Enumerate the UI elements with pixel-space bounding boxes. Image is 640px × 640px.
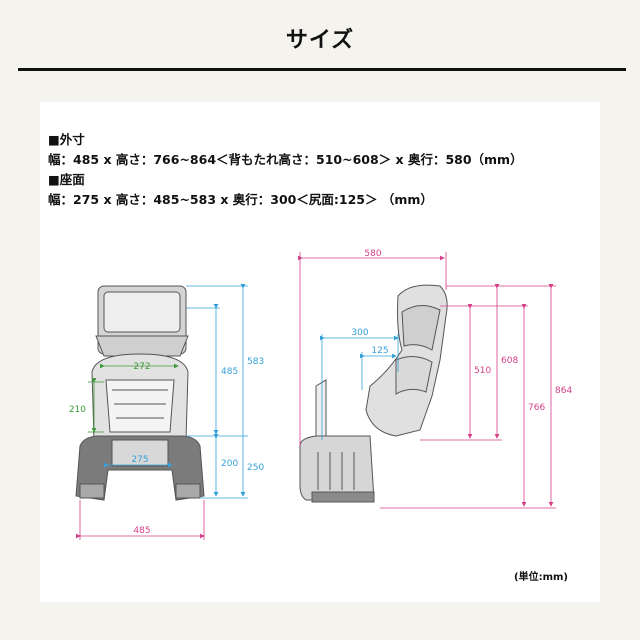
outer-dimensions: 幅：485 x 高さ：766~864＜背もたれ高さ：510~608＞ x 奥行：… — [48, 152, 523, 167]
dim-200: 200 — [221, 459, 238, 469]
dim-766: 766 — [528, 403, 545, 413]
dim-580: 580 — [364, 249, 381, 259]
dim-300: 300 — [351, 328, 368, 338]
dim-485-width: 485 — [133, 526, 150, 536]
page-title: サイズ — [285, 28, 355, 53]
title-divider — [18, 68, 626, 71]
dim-210: 210 — [69, 405, 86, 415]
spec-text: ■外寸 幅：485 x 高さ：766~864＜背もたれ高さ：510~608＞ x… — [48, 130, 523, 210]
dim-272: 272 — [133, 362, 150, 372]
outer-heading: ■外寸 — [48, 132, 85, 147]
seat-heading: ■座面 — [48, 172, 85, 187]
unit-note: (単位:mm) — [514, 572, 568, 583]
dim-485-height: 485 — [221, 367, 238, 377]
side-view-seat — [299, 284, 448, 503]
side-dimensions — [298, 252, 556, 509]
dim-864: 864 — [555, 386, 572, 396]
dim-250: 250 — [247, 463, 264, 473]
front-view-seat — [75, 285, 205, 501]
dim-583: 583 — [247, 357, 264, 367]
seat-dimensions: 幅：275 x 高さ：485~583 x 奥行：300＜尻面:125＞ （mm） — [48, 192, 433, 207]
dim-125: 125 — [371, 346, 388, 356]
dim-608: 608 — [501, 356, 518, 366]
dim-275: 275 — [131, 455, 148, 465]
front-dimensions — [76, 284, 248, 540]
dimension-labels: 272 210 275 485 485 583 200 250 580 300 … — [69, 249, 573, 536]
dim-510: 510 — [474, 366, 491, 376]
